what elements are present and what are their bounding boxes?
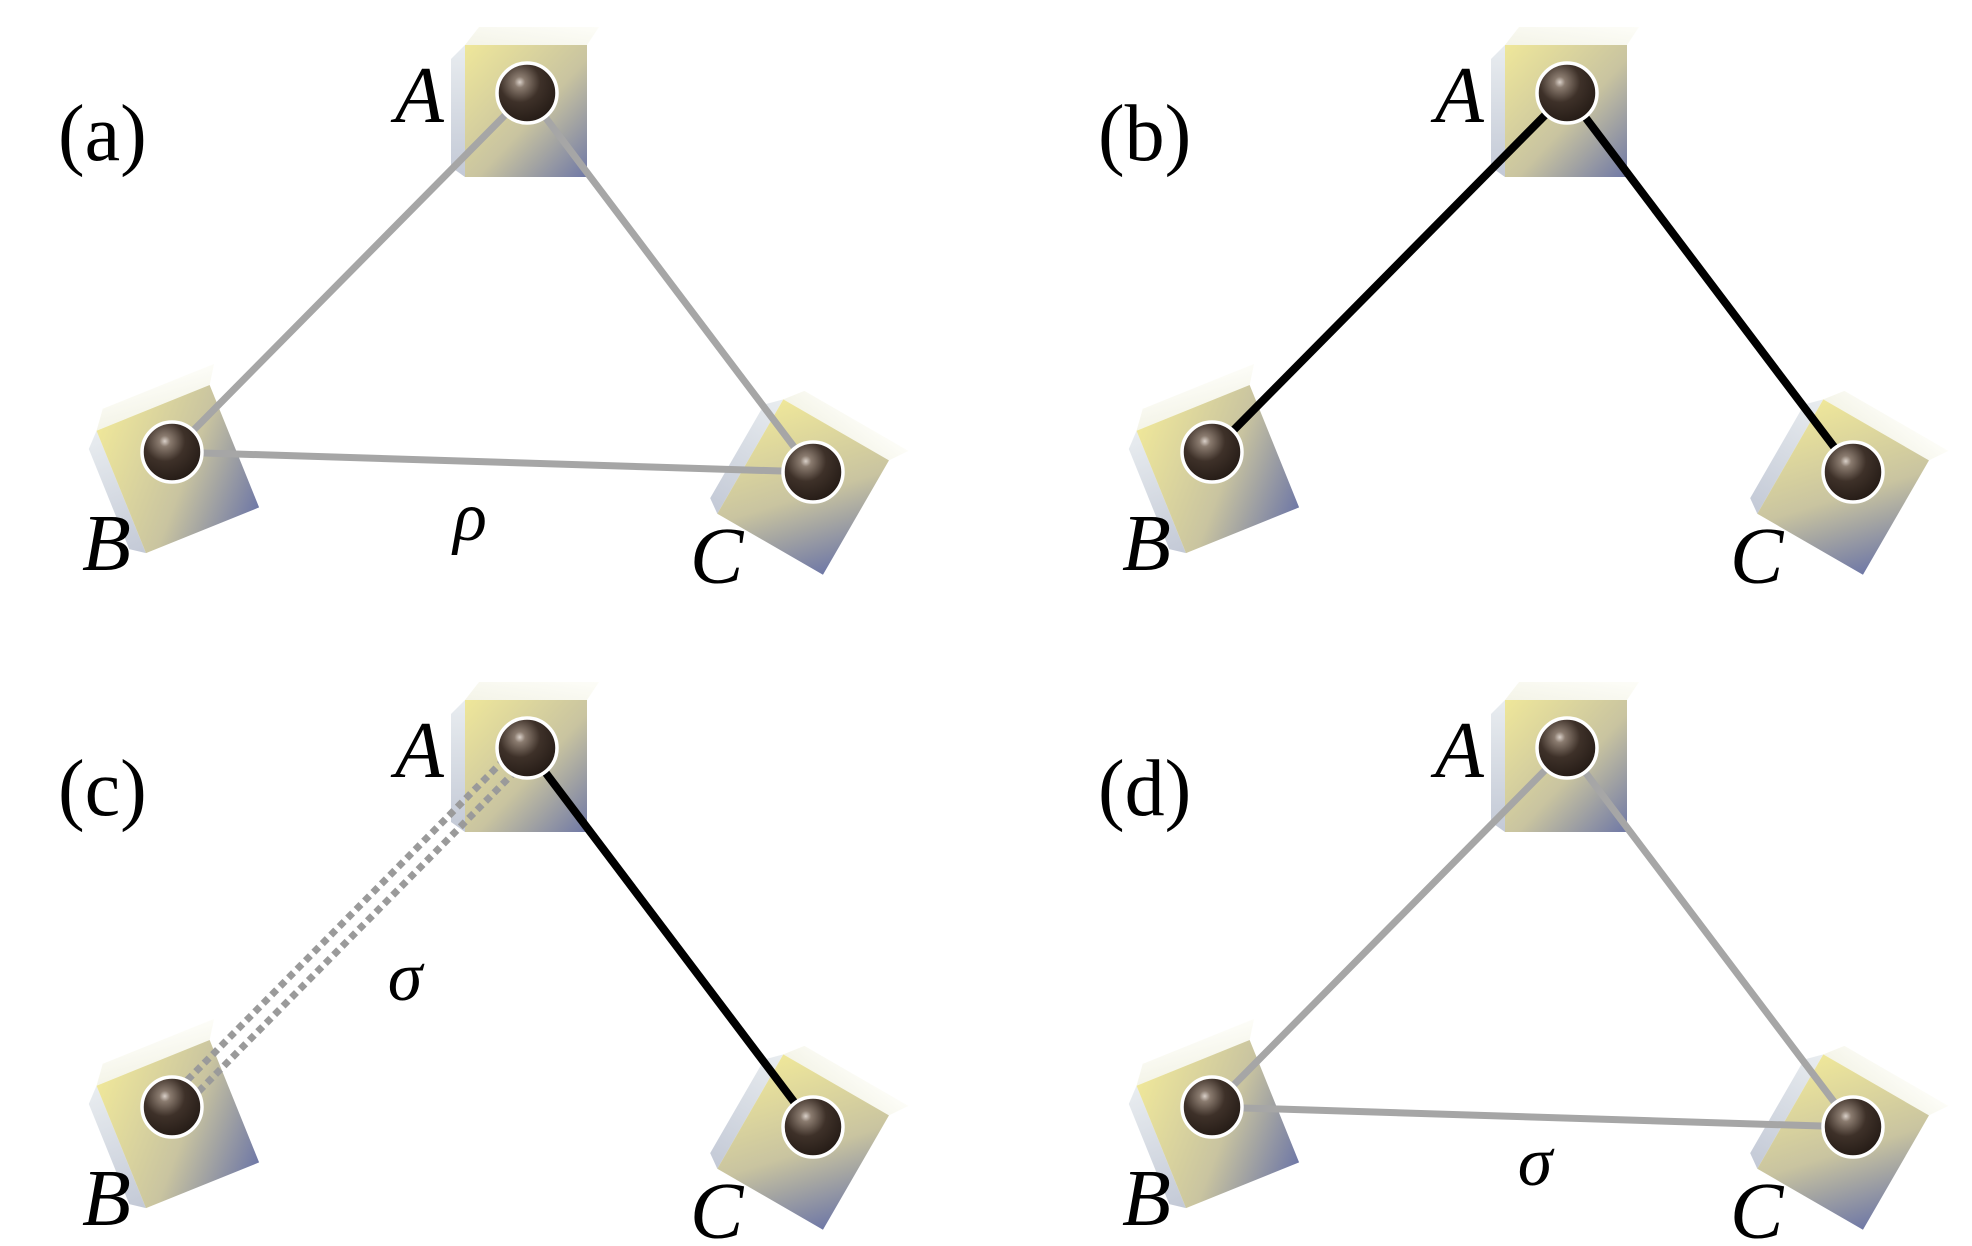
particle-b-panel-a [140,420,204,484]
edge-ac-panel-a [524,90,816,475]
particle-a-panel-a [495,61,559,125]
edge-ab-panel-b [1209,90,1570,455]
particle-c-panel-c [781,1095,845,1159]
panel-d: (d) A B Cσ [1098,682,1949,1246]
particle-b-panel-b [1180,420,1244,484]
edge-ac-panel-b [1563,90,1857,475]
node-label-b-panel-a: B [82,500,131,588]
particle-c-panel-d [1821,1095,1885,1159]
particle-c-panel-a [781,440,845,504]
node-label-b-panel-c: B [82,1155,131,1243]
edge-bc-panel-a [171,448,814,476]
state-label-panel-c: σ [388,939,425,1016]
particle-c-panel-b [1821,440,1885,504]
particle-b-panel-d [1180,1075,1244,1139]
panel-b: (b) A B C [1098,27,1949,601]
edge-bc-panel-d [1211,1103,1854,1131]
panel-label-a: (a) [58,90,147,178]
particle-b-panel-c [140,1075,204,1139]
edge-ab-panel-c [163,739,536,1116]
edge-ab-panel-d [1209,745,1570,1110]
panel-c: (c) A B Cσ [58,682,909,1246]
node-label-c-panel-d: C [1730,1168,1785,1246]
edge-ab-panel-a [169,90,530,455]
node-label-b-panel-b: B [1122,500,1171,588]
panel-a: (a) A B Cρ [58,27,909,601]
panel-label-c: (c) [58,745,147,833]
node-label-b-panel-d: B [1122,1155,1171,1243]
state-label-panel-d: σ [1518,1124,1555,1201]
node-label-c-panel-a: C [690,513,745,601]
node-label-a-panel-c: A [390,707,445,795]
panel-label-d: (d) [1098,745,1191,833]
node-label-a-panel-a: A [390,52,445,140]
particle-a-panel-c [495,716,559,780]
particle-a-panel-d [1535,716,1599,780]
node-label-c-panel-b: C [1730,513,1785,601]
particle-a-panel-b [1535,61,1599,125]
edge-ac-panel-c [523,745,817,1130]
panel-label-b: (b) [1098,90,1191,178]
node-label-a-panel-b: A [1430,52,1485,140]
state-label-panel-a: ρ [451,479,487,556]
node-label-c-panel-c: C [690,1168,745,1246]
node-label-a-panel-d: A [1430,707,1485,795]
edge-ac-panel-d [1564,745,1856,1130]
